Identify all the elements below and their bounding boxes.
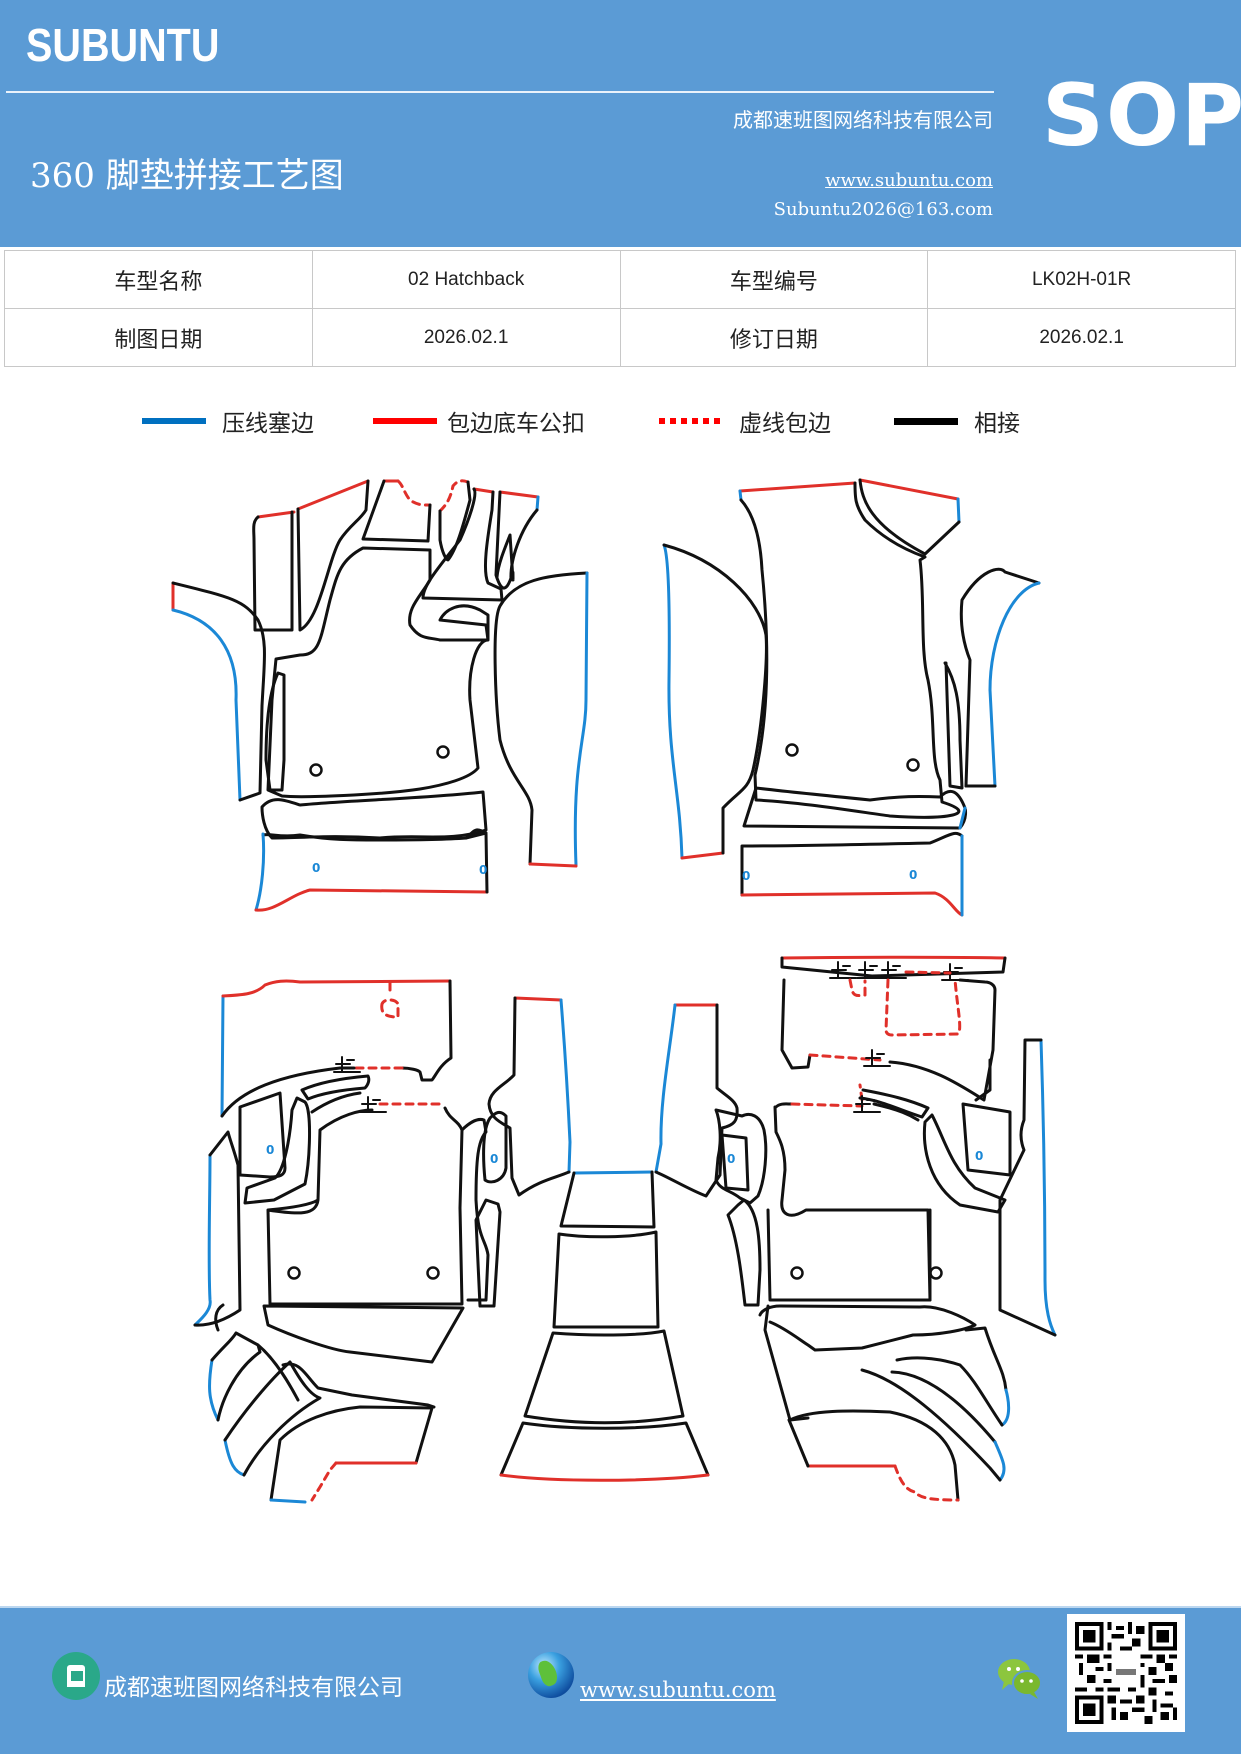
svg-text:0: 0: [479, 863, 487, 877]
qr-code[interactable]: [1067, 1614, 1185, 1732]
svg-text:0: 0: [490, 1152, 498, 1166]
legend-item-dashed-wrap: 虚线包边: [659, 396, 831, 446]
legend-label: 相接: [974, 411, 1020, 437]
blue-line-swatch: [142, 418, 206, 424]
legend-label: 虚线包边: [739, 411, 831, 437]
sop-badge: SOP: [1042, 66, 1241, 166]
globe-icon: [528, 1652, 574, 1698]
legend-item-press-line: 压线塞边: [142, 396, 314, 446]
red-dotted-swatch: [659, 418, 723, 424]
footer-company: 成都速班图网络科技有限公司: [52, 1652, 403, 1701]
legend-label: 包边底车公扣: [447, 411, 585, 437]
qr-code-pattern: [1075, 1622, 1177, 1724]
draw-date-label: 制图日期: [4, 308, 313, 367]
header-company-name: 成都速班图网络科技有限公司: [733, 108, 993, 132]
legend-item-edge-wrap: 包边底车公扣: [373, 396, 585, 446]
legend-label: 压线塞边: [222, 411, 314, 437]
brand-logo: SUBUNTU: [26, 19, 220, 71]
revision-date-value: 2026.02.1: [927, 308, 1236, 367]
header-email: Subuntu2026@163.com: [773, 199, 993, 220]
table-row: 车型名称 02 Hatchback 车型编号 LK02H-01R: [4, 250, 1236, 309]
svg-text:0: 0: [975, 1149, 983, 1163]
front-set-right: 0 0: [662, 478, 1041, 917]
rear-set-right: 0 0: [714, 955, 1057, 1502]
wechat-icon: [998, 1659, 1042, 1699]
red-line-swatch: [373, 418, 437, 424]
floor-mat-assembly-diagram: .k { stroke: #111; stroke-width: 3; fill…: [171, 478, 1057, 1504]
svg-text:0: 0: [312, 861, 320, 875]
footer-banner: 成都速班图网络科技有限公司 www.subuntu.com: [0, 1606, 1241, 1754]
page-title: 360 脚垫拼接工艺图: [30, 156, 344, 196]
table-row: 制图日期 2026.02.1 修订日期 2026.02.1: [4, 308, 1236, 367]
footer-company-name: 成都速班图网络科技有限公司: [104, 1675, 403, 1701]
svg-text:0: 0: [742, 869, 750, 883]
header-website-link[interactable]: www.subuntu.com: [825, 170, 993, 191]
draw-date-value: 2026.02.1: [311, 308, 621, 367]
header-banner: SUBUNTU 成都速班图网络科技有限公司 360 脚垫拼接工艺图 www.su…: [0, 0, 1241, 247]
footer-website[interactable]: www.subuntu.com: [528, 1652, 786, 1702]
svg-text:0: 0: [266, 1143, 274, 1157]
legend-item-joint: 相接: [894, 396, 1020, 446]
model-name-value: 02 Hatchback: [311, 250, 621, 309]
svg-text:0: 0: [727, 1152, 735, 1166]
svg-text:0: 0: [909, 868, 917, 882]
front-set-left: 0 0: [171, 479, 589, 912]
black-line-swatch: [894, 417, 958, 425]
vehicle-info-table: 车型名称 02 Hatchback 车型编号 LK02H-01R 制图日期 20…: [4, 250, 1236, 367]
footer-website-link[interactable]: www.subuntu.com: [580, 1678, 776, 1702]
building-icon: [52, 1652, 100, 1700]
rear-set-left: 0 0: [193, 979, 508, 1504]
revision-date-label: 修订日期: [619, 308, 929, 367]
model-code-value: LK02H-01R: [927, 250, 1236, 309]
header-divider: [6, 91, 994, 93]
line-legend: 压线塞边 包边底车公扣 虚线包边 相接: [0, 396, 1241, 446]
center-tunnel: [487, 996, 739, 1482]
model-code-label: 车型编号: [619, 250, 929, 309]
model-name-label: 车型名称: [4, 250, 313, 309]
